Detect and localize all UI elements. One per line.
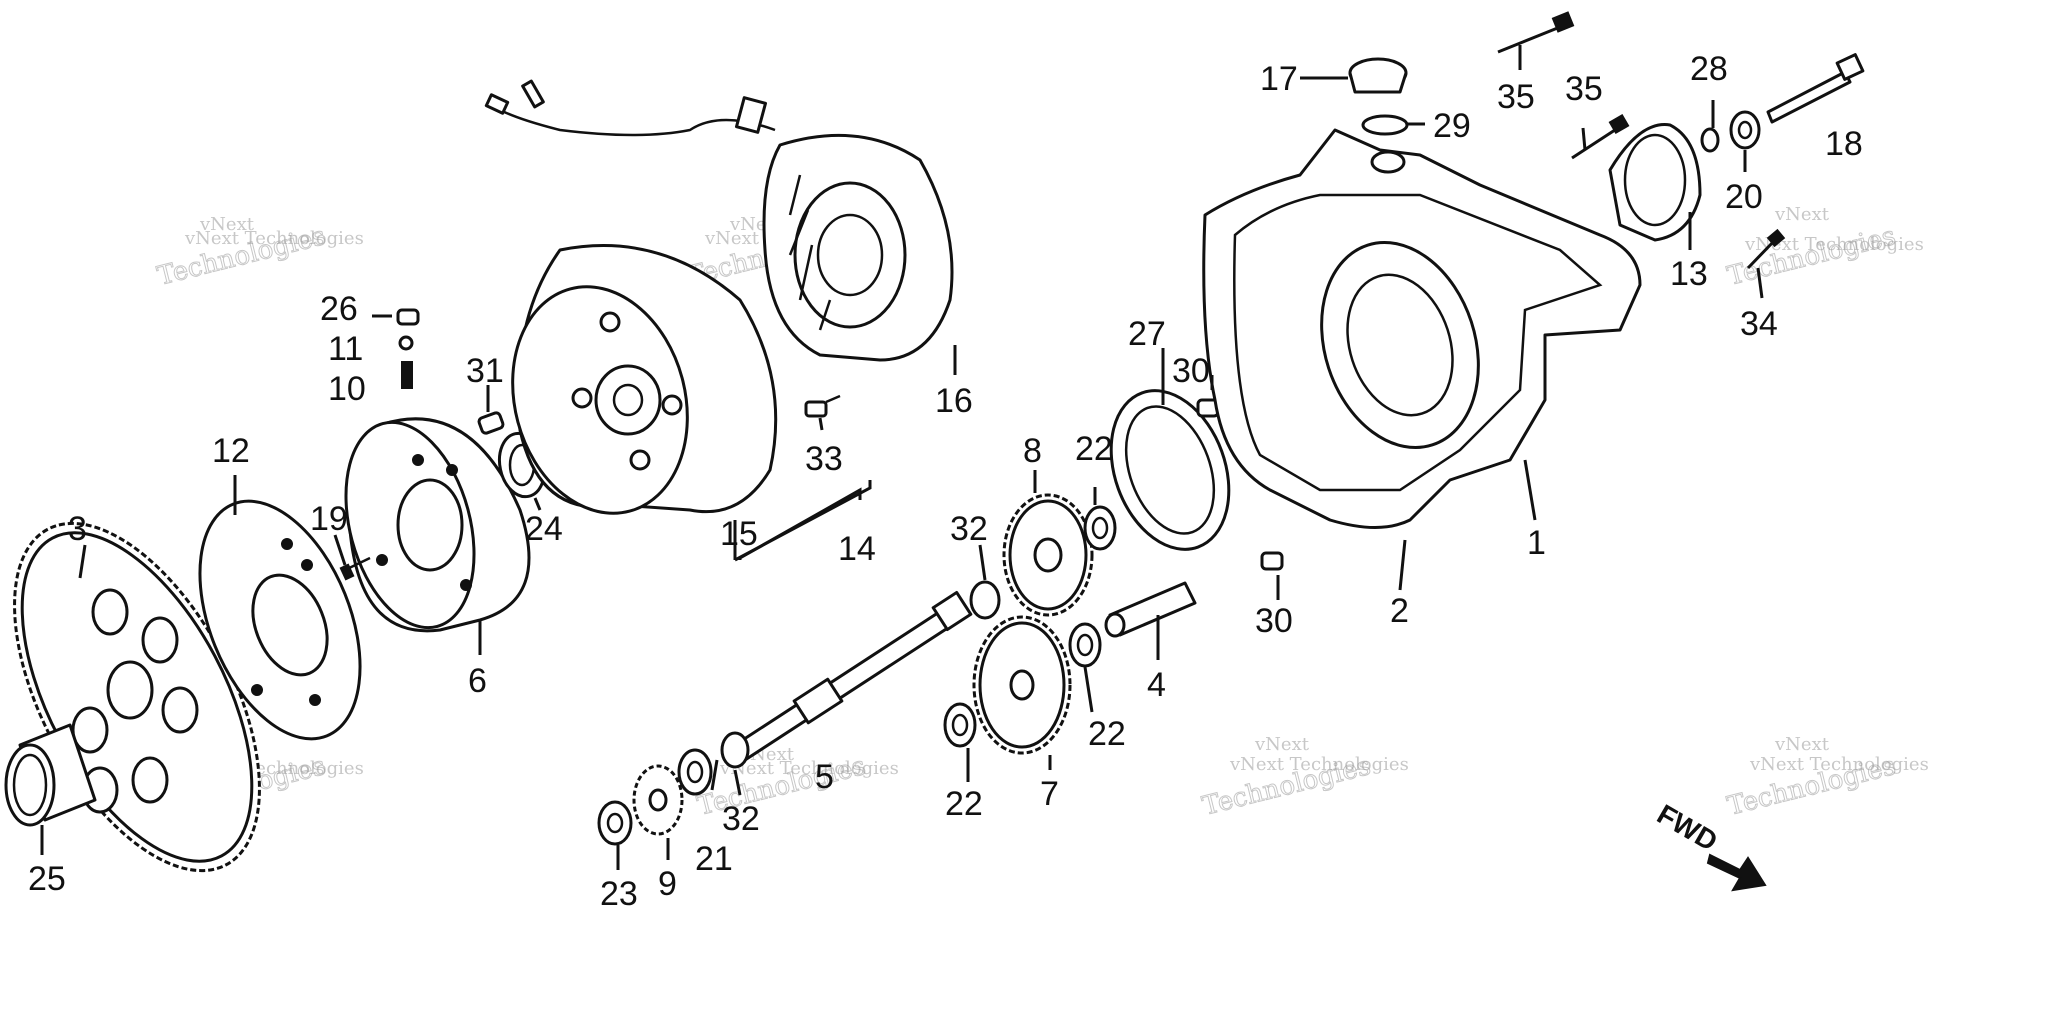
washer-22-upper: [1083, 505, 1117, 551]
callout-20: 20: [1725, 178, 1763, 216]
watermark-8: vNext vNext Technologies Technologies: [1724, 734, 1929, 822]
callout-31: 31: [466, 352, 504, 390]
svg-text:vNext: vNext: [1774, 204, 1830, 225]
svg-text:vNext Technologies: vNext Technologies: [1744, 234, 1924, 255]
starter-clutch-plate: [198, 499, 362, 741]
callout-33: 33: [805, 440, 843, 478]
bolt-19: [339, 556, 371, 581]
spring-cap-roller: [396, 308, 420, 389]
callout-14: 14: [838, 530, 876, 568]
callout-25: 25: [28, 860, 66, 898]
roller-31: [477, 411, 505, 435]
callout-32a: 32: [950, 510, 988, 548]
callout-10: 10: [328, 370, 366, 408]
callout-35b: 35: [1565, 70, 1603, 108]
callout-26: 26: [320, 290, 358, 328]
callout-16: 16: [935, 382, 973, 420]
svg-text:vNext: vNext: [199, 214, 255, 235]
callout-28: 28: [1690, 50, 1728, 88]
fwd-label: FWD: [1652, 798, 1723, 857]
leader-lines: [40, 45, 1764, 870]
callout-30a: 30: [1172, 352, 1210, 390]
callout-21: 21: [695, 840, 733, 878]
svg-text:Technologies: Technologies: [1724, 221, 1898, 292]
watermark-4: vNext vNext Technologies Technologies: [1724, 204, 1924, 292]
gear-7: [972, 615, 1072, 755]
svg-text:vNext Technologies: vNext Technologies: [1749, 754, 1929, 775]
bolt-33: [804, 394, 841, 418]
callout-11: 11: [328, 330, 363, 368]
washer-22-middle: [1068, 622, 1102, 668]
callout-3: 3: [68, 510, 87, 548]
svg-text:vNext: vNext: [1774, 734, 1830, 755]
svg-text:vNext Technologies: vNext Technologies: [1229, 754, 1409, 775]
o-ring-29: [1361, 114, 1409, 136]
crankcase-cover: [1202, 128, 1642, 529]
circlip-32-upper: [969, 580, 1001, 620]
callout-17: 17: [1260, 60, 1298, 98]
svg-text:vNext Technologies: vNext Technologies: [184, 228, 364, 249]
watermark-1: vNext vNext Technologies Technologies: [154, 214, 364, 292]
needle-bearing: [4, 723, 97, 827]
callout-2: 2: [1390, 592, 1409, 630]
callout-24: 24: [525, 510, 563, 548]
callout-35a: 35: [1497, 78, 1535, 116]
callout-5: 5: [815, 758, 834, 796]
oil-filler-cap: [1348, 57, 1408, 94]
svg-text:vNext: vNext: [1254, 734, 1310, 755]
callout-22c: 22: [945, 785, 983, 823]
callout-29: 29: [1433, 107, 1471, 145]
fwd-arrow-icon: [1706, 853, 1767, 892]
flywheel-rotor: [511, 244, 778, 515]
cover-13: [1608, 123, 1702, 242]
gear-9: [632, 764, 684, 836]
callout-32b: 32: [722, 800, 760, 838]
callout-6: 6: [468, 662, 487, 700]
washer-23: [597, 800, 633, 846]
dowel-pin-30-lower: [1260, 551, 1284, 571]
washer-28: [1700, 127, 1720, 153]
circlip-32-lower: [720, 731, 750, 769]
callout-34: 34: [1740, 305, 1778, 343]
callout-4: 4: [1147, 666, 1166, 704]
washer-22-lower: [943, 702, 977, 748]
washer-20: [1729, 110, 1761, 150]
starter-idle-shaft: [733, 590, 973, 762]
bolt-18: [1766, 53, 1865, 124]
callout-9: 9: [658, 865, 677, 903]
oil-seal-27: [1109, 389, 1231, 551]
bolt-34: [1746, 228, 1786, 270]
callout-labels: 1 2 3 4 5 6 7 8 9 10 11 12 13 14 15 16 1…: [28, 50, 1863, 913]
stator-assembly: [484, 79, 954, 362]
starter-clutch: [344, 417, 531, 633]
callout-22b: 22: [1088, 715, 1126, 753]
bolt-35-lower: [1571, 113, 1630, 160]
gear-8: [1002, 493, 1094, 617]
callout-19: 19: [310, 500, 348, 538]
callout-13: 13: [1670, 255, 1708, 293]
washer-21: [677, 748, 713, 796]
callout-22a: 22: [1075, 430, 1113, 468]
callout-7: 7: [1040, 775, 1059, 813]
svg-text:vNext Technologies: vNext Technologies: [719, 758, 899, 779]
callout-18: 18: [1825, 125, 1863, 163]
bolt-35-upper: [1497, 11, 1575, 54]
callout-23: 23: [600, 875, 638, 913]
callout-12: 12: [212, 432, 250, 470]
pin-4: [1104, 581, 1197, 638]
callout-8: 8: [1023, 432, 1042, 470]
callout-1: 1: [1527, 524, 1546, 562]
watermark-7: vNext vNext Technologies Technologies: [1199, 734, 1409, 822]
callout-15: 15: [720, 515, 758, 553]
callout-27: 27: [1128, 315, 1166, 353]
callout-30b: 30: [1255, 602, 1293, 640]
